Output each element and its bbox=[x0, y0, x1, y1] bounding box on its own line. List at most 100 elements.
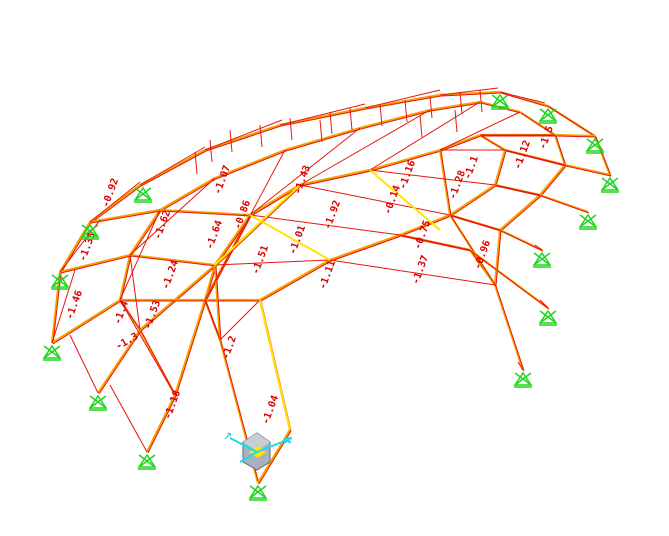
pin-support-icon[interactable] bbox=[600, 176, 620, 193]
brace-member[interactable] bbox=[129, 254, 141, 331]
rib-member[interactable] bbox=[51, 299, 121, 344]
rib-member[interactable] bbox=[539, 193, 589, 214]
pin-support-icon[interactable] bbox=[578, 213, 598, 230]
highlighted-member[interactable] bbox=[214, 184, 301, 266]
rib-member[interactable] bbox=[140, 265, 217, 332]
brace-member[interactable] bbox=[504, 149, 566, 166]
rib-member[interactable] bbox=[173, 299, 207, 396]
pin-support-icon[interactable] bbox=[538, 309, 558, 326]
highlighted-member[interactable] bbox=[259, 299, 291, 431]
rib-member[interactable] bbox=[555, 135, 597, 138]
web-member[interactable] bbox=[259, 124, 263, 148]
ring-member[interactable] bbox=[120, 300, 142, 332]
brace-member[interactable] bbox=[439, 87, 499, 96]
web-member[interactable] bbox=[404, 99, 408, 123]
axis-triad-icon[interactable]: ↗ ✖ bbox=[223, 430, 293, 471]
rib-member[interactable] bbox=[260, 260, 332, 302]
rib-member[interactable] bbox=[438, 149, 452, 216]
rib-member[interactable] bbox=[159, 208, 251, 217]
web-member[interactable] bbox=[349, 107, 353, 131]
pin-support-icon[interactable] bbox=[248, 484, 268, 501]
ring-member[interactable] bbox=[360, 110, 432, 130]
rib-member[interactable] bbox=[175, 300, 207, 397]
inner-ring-member[interactable] bbox=[400, 215, 452, 237]
ring-member[interactable] bbox=[499, 194, 541, 231]
rib-member[interactable] bbox=[330, 235, 402, 262]
brace-member[interactable] bbox=[51, 269, 76, 344]
inner-ring-member[interactable] bbox=[369, 148, 441, 172]
web-member[interactable] bbox=[319, 119, 323, 143]
web-member[interactable] bbox=[329, 111, 333, 135]
pin-support-icon[interactable] bbox=[42, 344, 62, 361]
rib-member[interactable] bbox=[129, 253, 216, 267]
brace-member[interactable] bbox=[369, 169, 496, 186]
pin-support-icon[interactable] bbox=[585, 137, 605, 154]
rib-member[interactable] bbox=[329, 233, 401, 262]
brace-member[interactable] bbox=[279, 103, 366, 126]
brace-member[interactable] bbox=[204, 149, 286, 301]
rib-member[interactable] bbox=[565, 165, 612, 177]
pin-support-icon[interactable] bbox=[513, 371, 533, 388]
ring-member[interactable] bbox=[480, 102, 522, 114]
brace-member[interactable] bbox=[219, 299, 261, 341]
inner-ring-member[interactable] bbox=[370, 150, 442, 172]
rib-member[interactable] bbox=[90, 210, 162, 224]
rib-member[interactable] bbox=[97, 329, 141, 394]
rib-member[interactable] bbox=[89, 208, 161, 224]
inner-ring-member[interactable] bbox=[439, 133, 481, 152]
pin-support-icon[interactable] bbox=[137, 453, 157, 470]
ring-member[interactable] bbox=[284, 126, 361, 152]
brace-member[interactable] bbox=[249, 127, 361, 216]
rib-member[interactable] bbox=[493, 284, 525, 371]
pin-support-icon[interactable] bbox=[532, 251, 552, 268]
rib-member[interactable] bbox=[450, 215, 497, 287]
brace-member[interactable] bbox=[119, 299, 176, 396]
brace-member[interactable] bbox=[439, 111, 521, 151]
pin-support-icon[interactable] bbox=[133, 186, 153, 203]
ring-member[interactable] bbox=[430, 102, 482, 112]
ring-member[interactable] bbox=[359, 108, 431, 130]
pin-support-icon[interactable] bbox=[80, 223, 100, 240]
rib-member[interactable] bbox=[257, 429, 291, 484]
rib-member[interactable] bbox=[249, 184, 301, 216]
brace-member[interactable] bbox=[204, 299, 221, 341]
rib-member[interactable] bbox=[300, 170, 372, 187]
inner-ring-member[interactable] bbox=[449, 184, 496, 216]
brace-member[interactable] bbox=[364, 89, 441, 109]
pin-support-icon[interactable] bbox=[50, 273, 70, 290]
rib-member[interactable] bbox=[299, 168, 371, 187]
web-member[interactable] bbox=[479, 89, 483, 113]
ring-member[interactable] bbox=[553, 134, 567, 166]
rib-member[interactable] bbox=[213, 264, 222, 341]
rib-member[interactable] bbox=[59, 253, 131, 274]
inner-ring-member[interactable] bbox=[203, 264, 217, 301]
ring-member[interactable] bbox=[160, 178, 217, 212]
ring-member[interactable] bbox=[215, 150, 287, 180]
outer-ring-member[interactable] bbox=[59, 221, 91, 273]
brace-member[interactable] bbox=[109, 384, 148, 453]
highlighted-member[interactable] bbox=[369, 169, 441, 231]
rib-member[interactable] bbox=[540, 195, 590, 214]
rib-member[interactable] bbox=[147, 395, 177, 454]
brace-member[interactable] bbox=[249, 214, 401, 236]
inner-ring-member[interactable] bbox=[205, 300, 222, 342]
brace-member[interactable] bbox=[129, 177, 216, 256]
pin-support-icon[interactable] bbox=[88, 394, 108, 411]
brace-member[interactable] bbox=[214, 259, 331, 266]
rib-member[interactable] bbox=[214, 214, 251, 266]
brace-member[interactable] bbox=[494, 184, 541, 196]
rib-member[interactable] bbox=[564, 163, 611, 177]
ring-member[interactable] bbox=[214, 148, 286, 180]
outer-ring-member[interactable] bbox=[365, 95, 442, 110]
brace-member[interactable] bbox=[399, 234, 471, 251]
outer-ring-member[interactable] bbox=[439, 90, 501, 97]
inner-ring-member[interactable] bbox=[495, 150, 507, 187]
ring-member[interactable] bbox=[520, 112, 557, 137]
brace-member[interactable] bbox=[299, 184, 451, 216]
brace-member[interactable] bbox=[539, 299, 549, 309]
brace-member[interactable] bbox=[299, 109, 431, 186]
web-member[interactable] bbox=[379, 103, 383, 127]
rib-member[interactable] bbox=[139, 264, 216, 331]
